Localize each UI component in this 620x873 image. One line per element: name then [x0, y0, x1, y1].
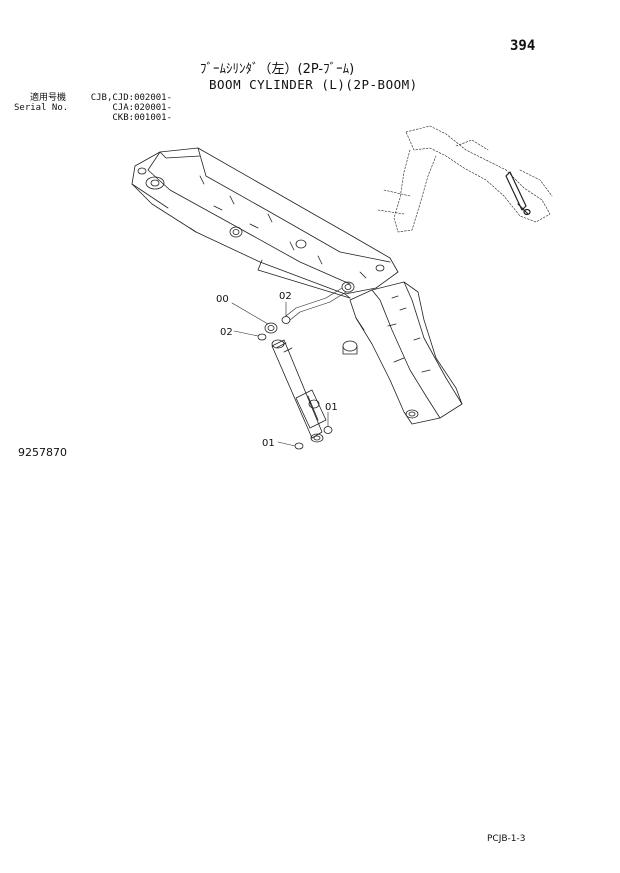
- title-english: BOOM CYLINDER (L)(2P-BOOM): [209, 77, 418, 92]
- machine-overview: [377, 125, 553, 233]
- callout-02-b: 02: [220, 327, 233, 338]
- serial-value-3: CKB:001001-: [112, 113, 172, 123]
- boom-cylinder: [271, 339, 327, 443]
- callout-00: 00: [216, 294, 229, 305]
- footer-page-code: PCJB-1-3: [487, 834, 526, 844]
- boom-lower: [342, 281, 463, 425]
- serial-label-en: Serial No.: [14, 103, 69, 113]
- callout-labels: 00 02 02 01 01: [216, 291, 338, 449]
- serial-row-3: CKB:001001-: [14, 113, 172, 123]
- figure-number: 9257870: [18, 446, 67, 459]
- serial-block: 適用号機 CJB,CJD:002001- Serial No. CJA:020001…: [14, 93, 172, 123]
- serial-value-2: CJA:020001-: [112, 103, 172, 113]
- callout-01-b: 01: [262, 438, 275, 449]
- serial-row-2: Serial No. CJA:020001-: [14, 103, 172, 113]
- serial-value-1: CJB,CJD:002001-: [90, 93, 172, 103]
- overview-highlight-cylinder: [505, 171, 531, 216]
- part-bushings: [257, 316, 333, 450]
- callout-02-a: 02: [279, 291, 292, 302]
- serial-label-jp: 適用号機: [29, 93, 66, 103]
- title-japanese: ﾌﾞｰﾑｼﾘﾝﾀﾞ（左）(2P-ﾌﾞｰﾑ): [200, 62, 355, 77]
- hydraulic-lines: [285, 287, 347, 321]
- boom-arm: [131, 147, 399, 299]
- callout-01-a: 01: [325, 402, 338, 413]
- leader-lines: [231, 301, 329, 447]
- page-number: 394: [510, 38, 536, 54]
- serial-row-1: 適用号機 CJB,CJD:002001-: [14, 93, 172, 103]
